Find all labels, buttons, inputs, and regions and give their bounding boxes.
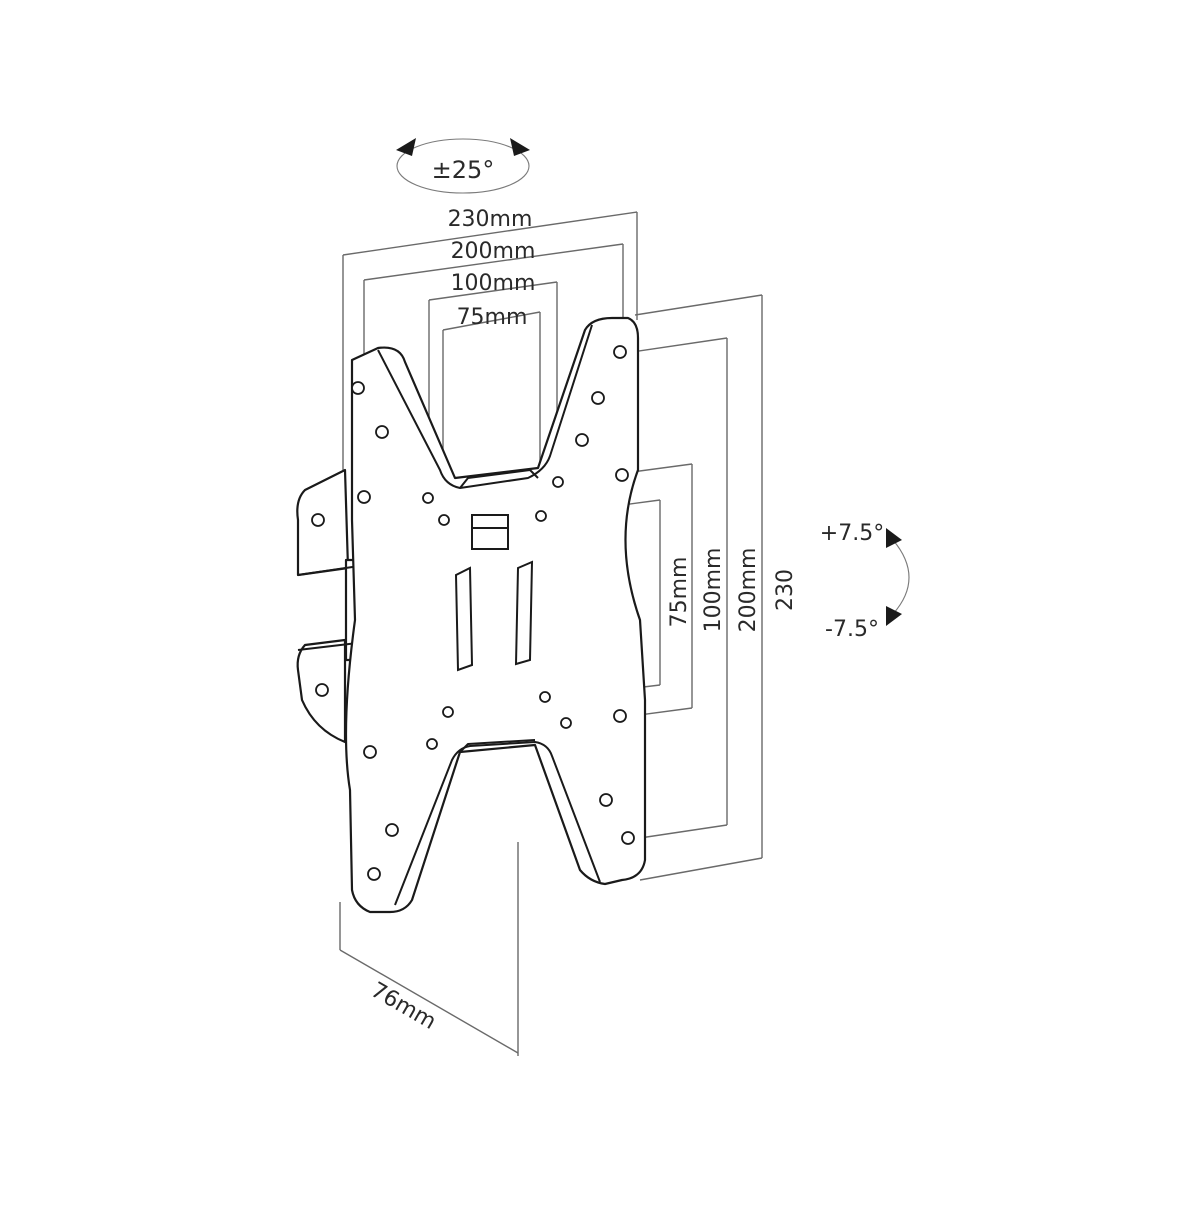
lower-channel-lip: [459, 739, 536, 753]
tilt-arrow-down-icon: [886, 606, 902, 626]
upper-channel-lip: [459, 469, 539, 489]
vdim-230-label: 230: [773, 569, 798, 611]
swivel-indicator: ±25°: [396, 138, 530, 194]
plate-outline: [344, 316, 647, 914]
vdim-230-top-extension: [634, 294, 763, 316]
hole-200-bottom-left: [367, 867, 381, 881]
bracket-hole-top: [311, 513, 325, 527]
hole-200-top-left-a: [351, 381, 365, 395]
hole-75-top-left: [438, 514, 450, 526]
hole-100-top-right: [552, 476, 564, 488]
tilt-down-label: -7.5°: [825, 617, 879, 642]
plate-slot-right: [514, 560, 534, 666]
tilt-arrow-up-icon: [886, 528, 902, 548]
depth-line: [339, 949, 519, 1054]
hole-bottom-right-a: [613, 709, 627, 723]
lower-channel-edge: [394, 741, 601, 906]
hole-230-top-right: [613, 345, 627, 359]
hole-200-top-right: [615, 468, 629, 482]
vdim-75-label: 75mm: [667, 557, 692, 628]
swivel-label: ±25°: [432, 156, 495, 184]
swivel-arrow-right-icon: [510, 138, 530, 156]
bracket-hole-bottom: [315, 683, 329, 697]
hole-top-right-b: [591, 391, 605, 405]
hole-200-top-left-b: [375, 425, 389, 439]
hole-200-left: [357, 490, 371, 504]
hole-75-bottom-right: [539, 691, 551, 703]
hole-100-bottom-left: [426, 738, 438, 750]
tilt-up-label: +7.5°: [820, 521, 884, 546]
dim-75-line: [442, 311, 541, 331]
dim-200-label: 200mm: [451, 239, 536, 264]
hole-75-bottom-left: [442, 706, 454, 718]
vdim-200-top-extension: [631, 337, 728, 353]
dim-230-label: 230mm: [448, 207, 533, 232]
swivel-ellipse: [396, 138, 530, 194]
dim-100-line: [428, 281, 558, 301]
tilt-arc: [892, 539, 910, 615]
vdim-200-bottom-extension: [639, 824, 728, 839]
hole-200-bottom-right: [621, 831, 635, 845]
hole-bottom-left-a: [363, 745, 377, 759]
hole-75-top-right: [535, 510, 547, 522]
dim-200-line: [363, 243, 624, 281]
swivel-arrow-left-icon: [396, 138, 416, 156]
plate-slot-left: [454, 566, 474, 672]
width-dimensions: 230mm 200mm 100mm 75mm: [342, 207, 638, 520]
hole-100-top-left: [422, 492, 434, 504]
tilt-indicator: +7.5° -7.5°: [820, 521, 910, 642]
dim-100-label: 100mm: [451, 271, 536, 296]
vdim-200-label: 200mm: [736, 548, 761, 633]
hole-top-right-c: [575, 433, 589, 447]
hole-bottom-right-b: [599, 793, 613, 807]
vesa-plate: [344, 316, 647, 914]
dim-75-label: 75mm: [457, 305, 528, 330]
hole-100-bottom-right: [560, 717, 572, 729]
hole-bottom-left-b: [385, 823, 399, 837]
dim-230-line: [342, 211, 638, 256]
vdim-230-bottom-extension: [639, 857, 763, 881]
tilt-lock: [471, 514, 509, 550]
vdim-100-label: 100mm: [701, 548, 726, 633]
upper-channel-edge: [377, 324, 593, 489]
